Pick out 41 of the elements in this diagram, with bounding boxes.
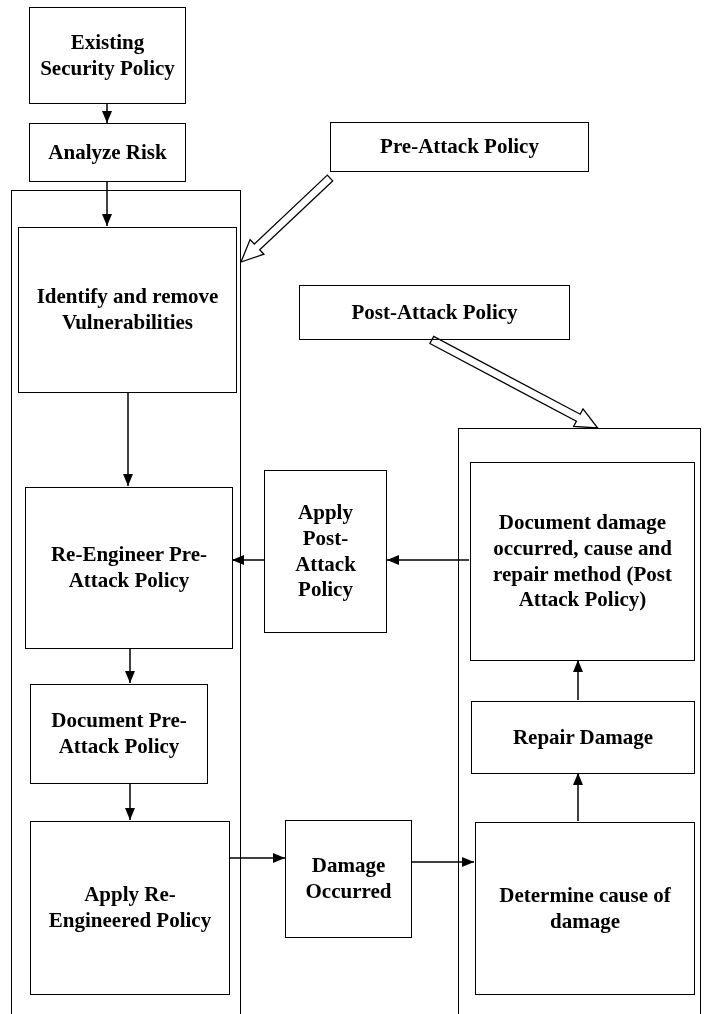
process-box [18,227,237,393]
box-label: Apply Post-Attack Policy [294,500,357,603]
arrow [102,181,112,227]
box-label: Post-Attack Policy [351,299,518,326]
process-box [475,822,695,995]
box-label: Document damage occurred, cause and repair method (Post Attack Policy) [492,510,673,613]
box-label: Identify and remove Vulnerabilities [35,284,220,336]
process-box [30,684,208,784]
arrow [386,555,470,565]
hollow-arrow [429,335,600,429]
box-label: Analyze Risk [48,139,167,166]
arrow [573,659,583,701]
arrow [573,772,583,822]
box-label: Repair Damage [512,724,654,751]
box-label: Existing Security Policy [39,29,176,82]
box-label: Damage Occurred [304,853,393,905]
arrow [123,391,133,487]
arrow [102,103,112,124]
box-label: Determine cause of damage [498,882,672,935]
process-box [29,7,186,104]
container-panel [11,190,241,1014]
process-box [264,470,387,633]
container-panel [458,428,701,1014]
process-box [470,462,695,661]
hollow-arrow [239,174,334,264]
process-box [30,821,230,995]
arrow [231,555,265,565]
box-label: Apply Re-Engineered Policy [47,882,213,934]
process-box [29,123,186,182]
box-label: Re-Engineer Pre-Attack Policy [49,542,209,594]
process-box [299,285,570,340]
arrow [125,782,135,821]
process-box [285,820,412,938]
arrow [228,853,286,863]
process-box [25,487,233,649]
box-label: Document Pre-Attack Policy [50,708,188,760]
process-box [330,122,589,172]
arrow [125,647,135,684]
process-box [471,701,695,774]
box-label: Pre-Attack Policy [380,134,539,160]
arrow [411,857,475,867]
